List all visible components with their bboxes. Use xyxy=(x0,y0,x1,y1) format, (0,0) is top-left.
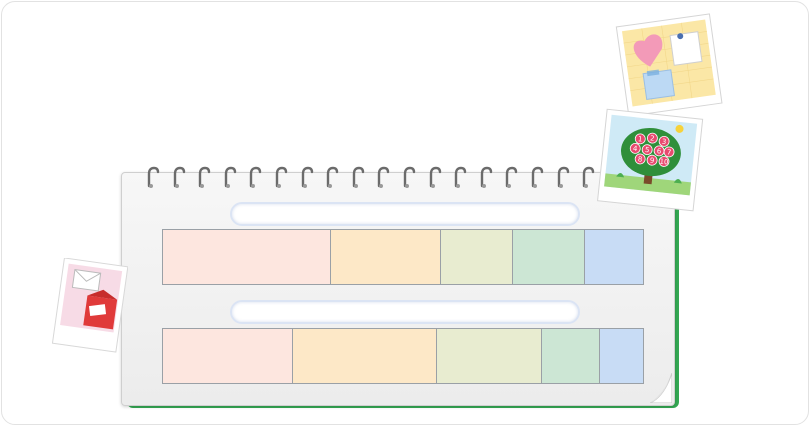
spiral-ring xyxy=(172,166,186,188)
tree-fruit-number: 9 xyxy=(649,157,654,165)
tree-fruit xyxy=(658,156,670,167)
spiral-ring xyxy=(479,166,493,188)
bar-segment-4[interactable] xyxy=(542,329,600,383)
tree-fruit-number: 4 xyxy=(633,145,639,153)
tree-fruit xyxy=(647,132,658,144)
spiral-ring xyxy=(351,166,365,188)
segment-bar-bottom xyxy=(162,328,644,384)
bar-segment-1[interactable] xyxy=(163,329,293,383)
spiral-ring xyxy=(530,166,544,188)
tree-fruit-number: 3 xyxy=(661,138,666,146)
bar-segment-3[interactable] xyxy=(436,329,543,383)
bar-segment-4[interactable] xyxy=(513,230,586,284)
bar-segment-1[interactable] xyxy=(163,230,331,284)
mail-sticker[interactable] xyxy=(51,257,129,354)
spiral-ring xyxy=(581,166,595,188)
tree-fruit xyxy=(634,133,646,145)
tree-fruit xyxy=(629,142,641,154)
tree-fruit xyxy=(663,146,675,158)
spiral-ring xyxy=(274,166,288,188)
tree-fruit xyxy=(658,135,670,147)
bar-segment-5[interactable] xyxy=(599,329,643,383)
spiral-ring xyxy=(146,166,160,188)
spiral-ring xyxy=(325,166,339,188)
tree-fruit-number: 6 xyxy=(656,147,662,155)
page-curl-icon xyxy=(650,373,672,403)
tree-fruit xyxy=(634,153,646,165)
spiral-ring xyxy=(248,166,262,188)
spiral-ring xyxy=(453,166,467,188)
tree-fruit-number: 1 xyxy=(638,135,643,143)
mail-envelope-icon xyxy=(51,257,129,353)
spiral-ring xyxy=(300,166,314,188)
spiral-ring xyxy=(504,166,518,188)
spiral-binding xyxy=(146,166,606,190)
bar-segment-2[interactable] xyxy=(292,329,437,383)
tree-fruit-number: 2 xyxy=(650,134,655,142)
spiral-ring xyxy=(556,166,570,188)
title-input-bottom[interactable] xyxy=(230,300,580,324)
tree-fruit xyxy=(646,154,658,166)
tree-fruit xyxy=(641,144,653,156)
bar-segment-5[interactable] xyxy=(585,230,643,284)
bar-segment-2[interactable] xyxy=(331,230,442,284)
spiral-ring xyxy=(197,166,211,188)
spiral-ring xyxy=(376,166,390,188)
tree-fruit-number: 8 xyxy=(637,155,642,163)
tree-fruit-number: 10 xyxy=(659,158,669,167)
tree-fruit-number: 5 xyxy=(644,146,649,154)
segment-bar-top xyxy=(162,229,644,285)
spiral-ring xyxy=(428,166,442,188)
heart-memo-icon xyxy=(615,13,723,117)
title-input-top[interactable] xyxy=(230,202,580,226)
bar-segment-3[interactable] xyxy=(441,230,514,284)
spiral-ring xyxy=(223,166,237,188)
tree-fruit-number: 7 xyxy=(666,148,671,156)
memo-sticker[interactable] xyxy=(612,12,726,117)
spiral-ring xyxy=(402,166,416,188)
